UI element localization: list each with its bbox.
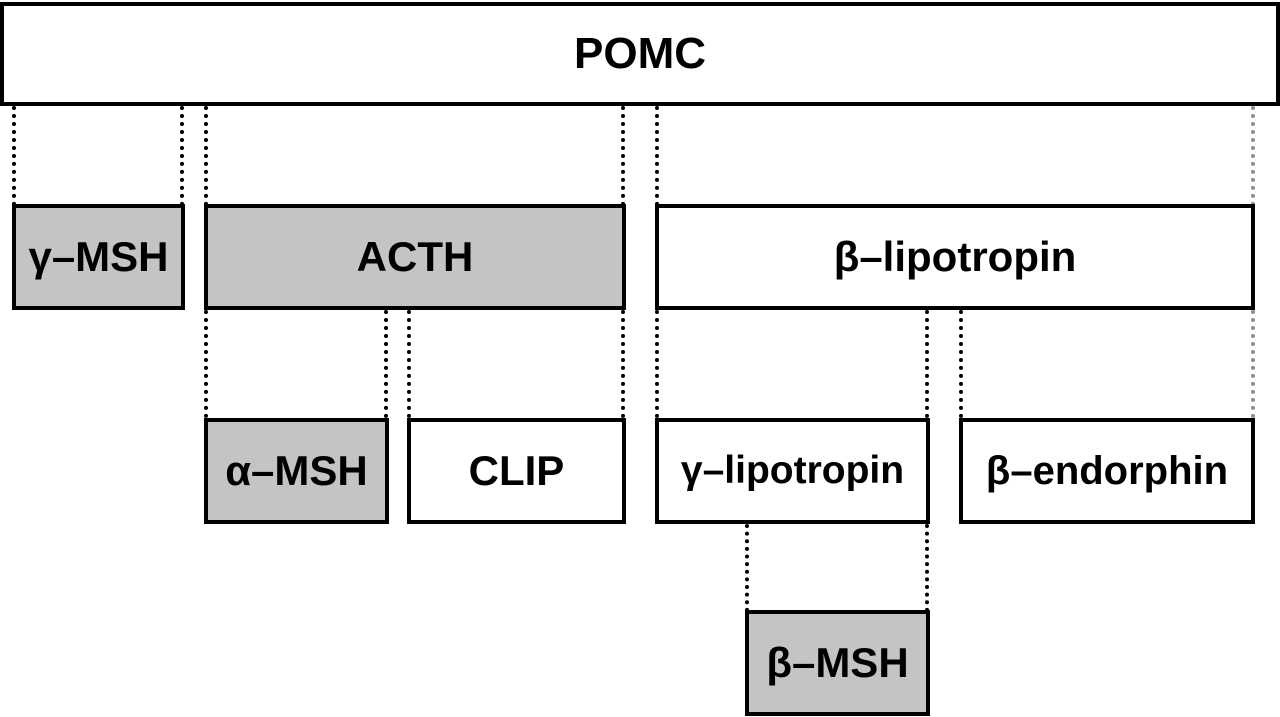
connector-beta-lipotropin-beta-endorphin-left	[959, 310, 963, 418]
clip-box: CLIP	[407, 418, 626, 524]
connector-beta-lipotropin-beta-endorphin-right	[1251, 310, 1255, 418]
connector-beta-lipotropin-gamma-lipotropin-right	[925, 310, 929, 418]
beta-endorphin-box: β–endorphin	[959, 418, 1255, 524]
clip-label: CLIP	[468, 447, 565, 494]
beta-lipotropin-box: β–lipotropin	[655, 204, 1255, 310]
pomc-box: POMC	[0, 2, 1280, 106]
gamma-msh-label: γ–MSH	[28, 233, 169, 280]
gamma-lipotropin-box: γ–lipotropin	[655, 418, 930, 524]
connector-acth-alpha-msh-left	[204, 310, 208, 418]
beta-msh-box: β–MSH	[745, 610, 930, 716]
pomc-label: POMC	[574, 29, 706, 78]
connector-pomc-gamma-msh-left	[12, 106, 16, 206]
beta-endorphin-label: β–endorphin	[985, 448, 1229, 493]
acth-label: ACTH	[356, 233, 474, 280]
connector-gamma-lipotropin-beta-msh-left	[745, 524, 749, 612]
connector-acth-clip-right	[621, 310, 625, 418]
beta-msh-label: β–MSH	[766, 639, 909, 686]
connector-acth-clip-left	[407, 310, 411, 418]
connector-gamma-lipotropin-beta-msh-right	[925, 524, 929, 612]
alpha-msh-label: α–MSH	[225, 447, 368, 494]
connector-pomc-gamma-msh-right	[180, 106, 184, 206]
alpha-msh-box: α–MSH	[204, 418, 389, 524]
connector-pomc-acth-left	[204, 106, 208, 206]
connector-beta-lipotropin-gamma-lipotropin-left	[655, 310, 659, 418]
beta-lipotropin-label: β–lipotropin	[833, 233, 1077, 280]
gamma-msh-box: γ–MSH	[12, 204, 185, 310]
connector-pomc-beta-lipotropin-right	[1251, 106, 1255, 206]
connector-acth-alpha-msh-right	[384, 310, 388, 418]
gamma-lipotropin-label: γ–lipotropin	[680, 449, 905, 492]
connector-pomc-beta-lipotropin-left	[655, 106, 659, 206]
acth-box: ACTH	[204, 204, 626, 310]
connector-pomc-acth-right	[621, 106, 625, 206]
